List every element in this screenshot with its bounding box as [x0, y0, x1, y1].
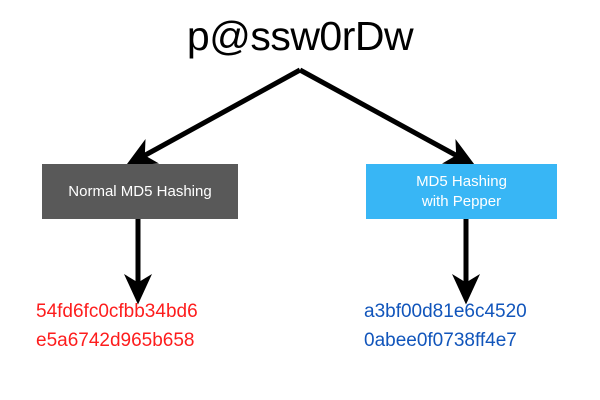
hash-output-pepper-line-1: a3bf00d81e6c4520: [364, 301, 527, 322]
box-md5-hashing-with-pepper-label: MD5 Hashing with Pepper: [416, 172, 507, 212]
box-md5-hashing-with-pepper: MD5 Hashing with Pepper: [366, 164, 557, 219]
hash-output-pepper-line-2: 0abee0f0738ff4e7: [364, 330, 517, 351]
box-normal-md5-hashing: Normal MD5 Hashing: [42, 164, 238, 219]
plaintext-password-title: p@ssw0rDw: [186, 13, 414, 59]
hash-output-normal-line-1: 54fd6fc0cfbb34bd6: [36, 301, 198, 322]
hash-output-normal: 54fd6fc0cfbb34bd6 e5a6742d965b658: [36, 297, 198, 355]
hash-output-pepper: a3bf00d81e6c4520 0abee0f0738ff4e7: [364, 297, 527, 355]
hash-output-normal-line-2: e5a6742d965b658: [36, 330, 195, 351]
arrow-title-to-normal: [125, 67, 302, 166]
box-md5-hashing-with-pepper-label-line-1: MD5 Hashing: [416, 172, 507, 190]
arrow-title-to-pepper: [298, 67, 476, 166]
box-md5-hashing-with-pepper-label-line-2: with Pepper: [421, 192, 502, 210]
box-normal-md5-hashing-label: Normal MD5 Hashing: [68, 182, 212, 200]
